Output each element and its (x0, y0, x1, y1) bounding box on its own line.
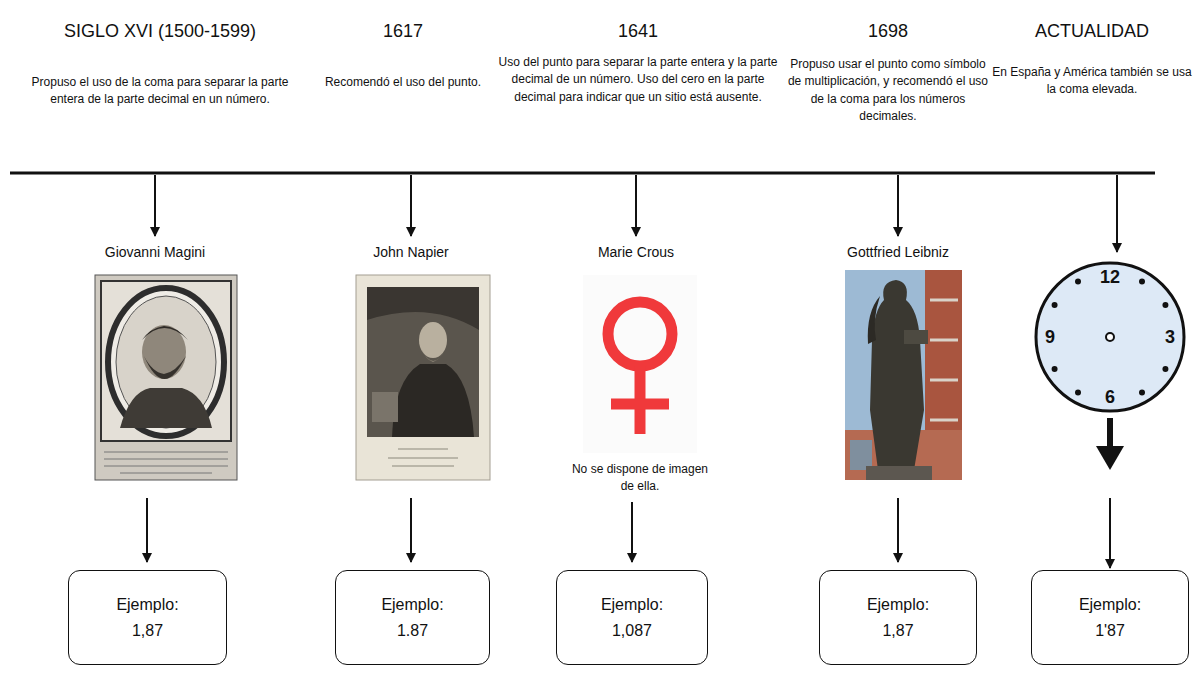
example-heading: Ejemplo: (867, 592, 929, 618)
example-value: 1,087 (612, 618, 652, 644)
clock-face (1030, 258, 1190, 495)
example-value: 1,87 (882, 618, 913, 644)
example-heading: Ejemplo: (116, 592, 178, 618)
magini-portrait (95, 275, 237, 480)
person-name: John Napier (311, 242, 511, 262)
example-box: Ejemplo:1.87 (335, 570, 490, 665)
event-description: Propuso usar el punto como símbolo de mu… (785, 56, 991, 126)
leibniz-statue (845, 270, 962, 480)
example-heading: Ejemplo: (1079, 592, 1141, 618)
example-heading: Ejemplo: (381, 592, 443, 618)
image-note: No se dispone de imagen de ella. (565, 461, 715, 496)
event-description: En España y América también se usa la co… (990, 64, 1194, 99)
clock-number: 3 (1165, 328, 1175, 346)
event-description: Uso del punto para separar la parte ente… (492, 54, 784, 106)
example-box: Ejemplo:1,087 (556, 570, 708, 665)
event-description: Propuso el uso de la coma para separar l… (29, 74, 291, 109)
example-value: 1'87 (1095, 618, 1125, 644)
year-heading: 1698 (788, 18, 988, 44)
example-box: Ejemplo:1,87 (819, 570, 977, 665)
year-heading: 1617 (303, 18, 503, 44)
clock-icon: 12 9 3 6 (1030, 258, 1190, 495)
timeline-arrows (155, 175, 1117, 252)
clock-number: 9 (1045, 328, 1055, 346)
clock-number: 12 (1100, 268, 1120, 286)
period-heading: ACTUALIDAD (992, 18, 1192, 44)
period-heading: SIGLO XVI (1500-1599) (20, 18, 300, 44)
year-heading: 1641 (538, 18, 738, 44)
napier-portrait (356, 275, 490, 480)
event-description: Recomendó el uso del punto. (303, 74, 503, 91)
female-symbol (583, 275, 697, 453)
connector-arrow (1109, 498, 1111, 568)
example-heading: Ejemplo: (601, 592, 663, 618)
clock-number: 6 (1105, 388, 1115, 406)
person-name: Giovanni Magini (55, 242, 255, 262)
person-name: Gottfried Leibniz (798, 242, 998, 262)
example-box: Ejemplo:1,87 (68, 570, 227, 665)
person-name: Marie Crous (536, 242, 736, 262)
example-value: 1,87 (132, 618, 163, 644)
example-box: Ejemplo:1'87 (1031, 570, 1189, 665)
example-value: 1.87 (397, 618, 428, 644)
timeline-axis (10, 172, 1155, 175)
image-arrows (147, 498, 898, 562)
